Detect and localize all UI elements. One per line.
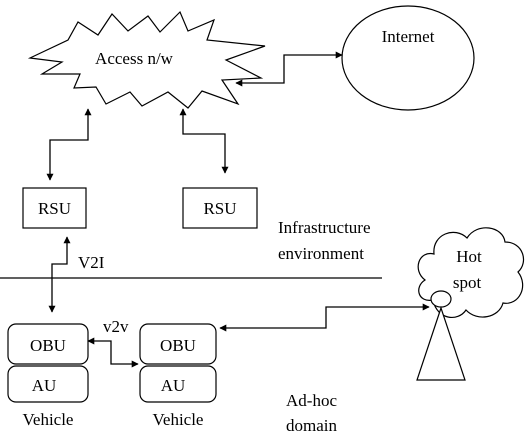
au-left-label: AU [32, 376, 57, 395]
au-right-box [139, 365, 217, 403]
obu-left-label: OBU [30, 336, 66, 355]
rsu-left-label: RSU [38, 199, 71, 218]
hotspot-label-line1: Hot [456, 247, 482, 266]
rsu-right-label: RSU [203, 199, 236, 218]
rsu-right-box [182, 187, 258, 229]
v2v-link [87, 337, 139, 368]
v2v-label: v2v [103, 317, 129, 336]
hotspot-label-line2: spot [453, 273, 482, 292]
access-rsu-left-link [46, 108, 92, 181]
adhoc-label-line2: domain [286, 416, 337, 434]
access-internet-link [235, 51, 343, 87]
adhoc-label-line1: Ad-hoc [286, 391, 337, 410]
v2i-label: V2I [78, 253, 105, 272]
vehicle-hotspot-link [219, 303, 430, 332]
access-rsu-right-link [179, 108, 229, 174]
au-left-box [7, 365, 89, 403]
vehicle-right-label: Vehicle [153, 410, 204, 429]
hotspot-antenna-head [430, 290, 452, 308]
hotspot-antenna [416, 306, 466, 381]
internet-node [341, 5, 475, 111]
obu-right-label: OBU [160, 336, 196, 355]
access-network-label: Access n/w [95, 49, 174, 68]
vehicle-left-label: Vehicle [23, 410, 74, 429]
infrastructure-label-line2: environment [278, 244, 364, 263]
rsu-left-box [22, 187, 87, 229]
obu-right-box [139, 323, 217, 365]
v2i-link [48, 236, 71, 313]
internet-label: Internet [382, 27, 435, 46]
au-right-label: AU [161, 376, 186, 395]
infrastructure-label-line1: Infrastructure [278, 218, 371, 237]
